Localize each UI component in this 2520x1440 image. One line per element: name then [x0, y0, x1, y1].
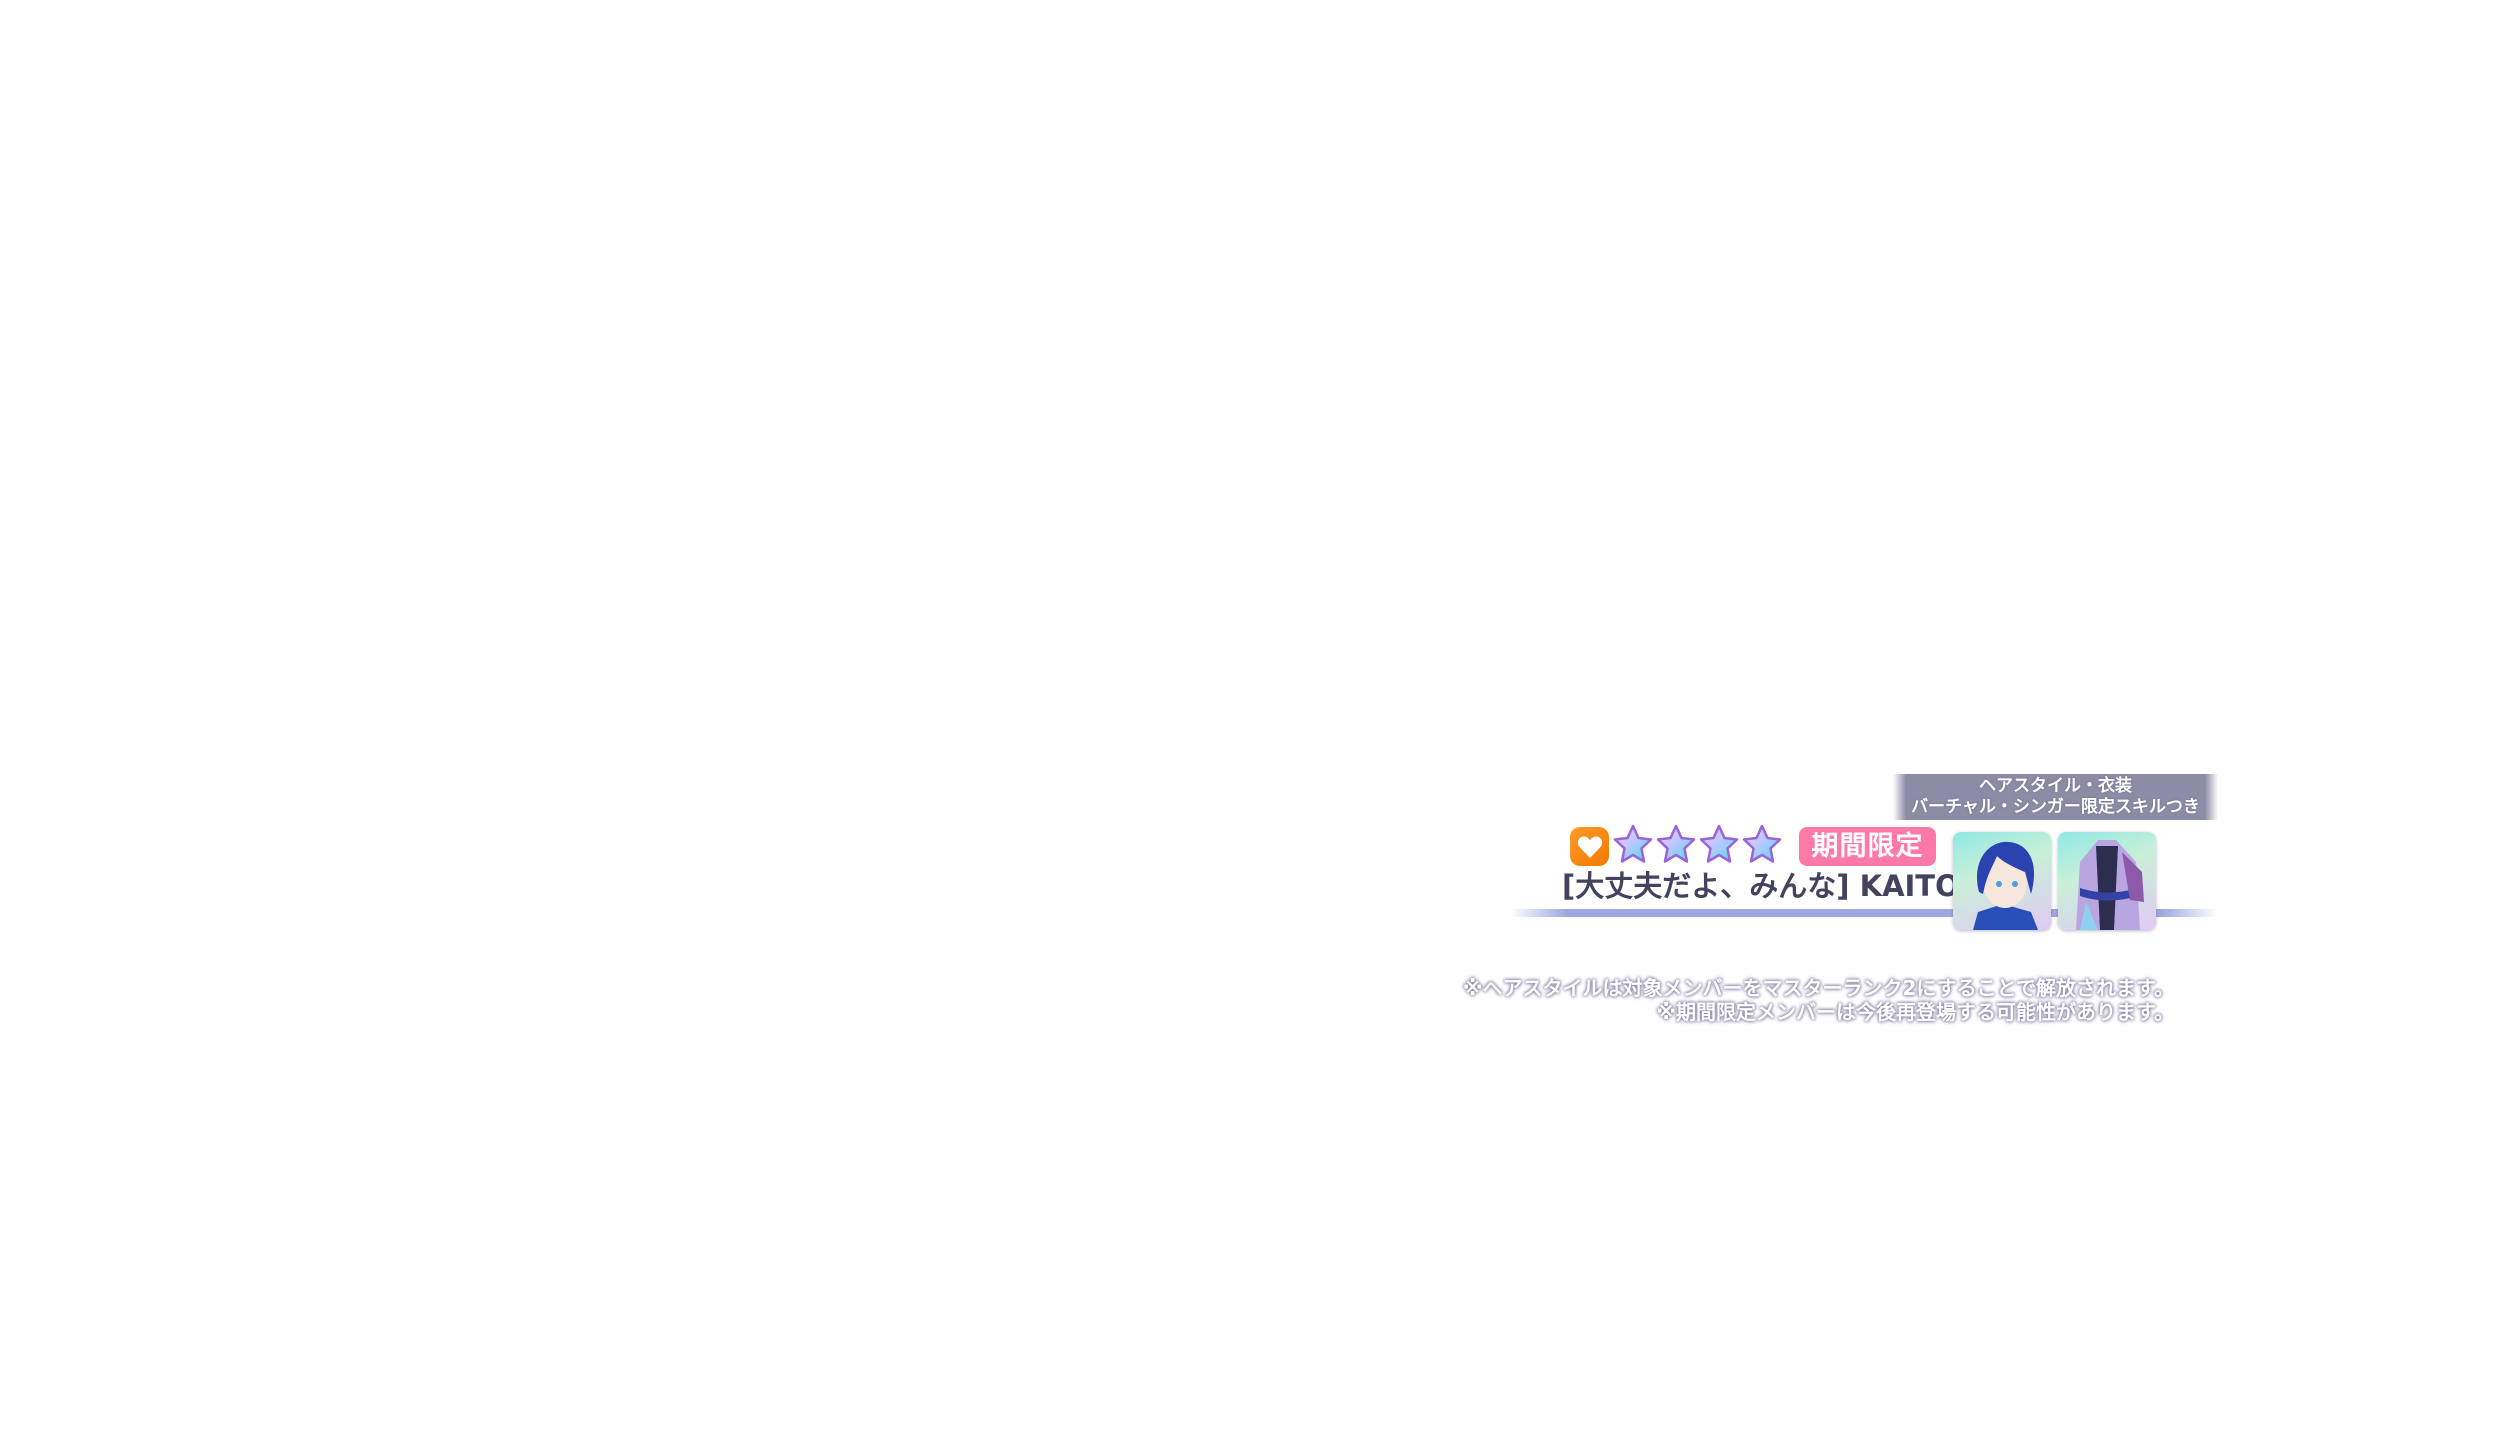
- costume-portrait[interactable]: [2058, 832, 2156, 930]
- banner-line-2: バーチャル・シンガー限定スキルつき: [1911, 797, 2200, 817]
- card-title: [大丈夫だよ、みんな] KAITO: [1562, 869, 1960, 903]
- hairstyle-portrait[interactable]: [1953, 832, 2051, 930]
- note-limited: ※期間限定メンバーは今後再登場する可能性があります。: [1656, 1000, 2174, 1024]
- character-icon: [1973, 841, 2038, 930]
- star-icon: [1656, 824, 1696, 863]
- heart-icon: [1570, 827, 1609, 866]
- note-hairstyle: ※ヘアスタイルは対象メンバーをマスターランク2にすることで解放されます。: [1463, 976, 2174, 1000]
- card-underline: [1510, 909, 2218, 917]
- limited-badge: 期間限定: [1799, 827, 1936, 866]
- reward-banner: ヘアスタイル・衣装 バーチャル・シンガー限定スキルつき: [1893, 774, 2218, 820]
- notes: ※ヘアスタイルは対象メンバーをマスターランク2にすることで解放されます。 ※期間…: [1463, 976, 2174, 1024]
- star-icon: [1742, 824, 1782, 863]
- costume-icon: [2076, 840, 2144, 930]
- star-icon: [1613, 824, 1653, 863]
- star-icon: [1699, 824, 1739, 863]
- rarity-stars: [1612, 823, 1783, 867]
- banner-line-1: ヘアスタイル・衣装: [1979, 776, 2132, 796]
